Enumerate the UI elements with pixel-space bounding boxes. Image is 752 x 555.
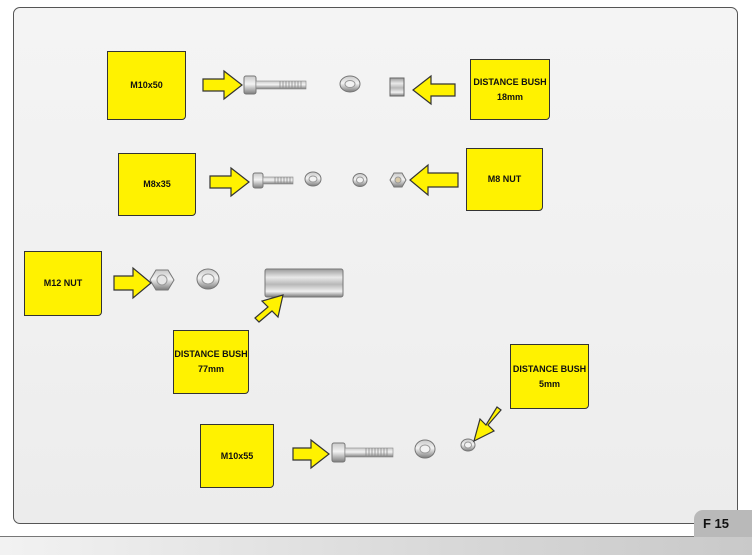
nut-icon (149, 269, 175, 291)
washer-icon (339, 75, 361, 93)
label-m10x55: M10x55 (200, 424, 274, 488)
figure-tag: F 15 (694, 510, 752, 537)
label-distance-bush-77mm: DISTANCE BUSH 77mm (173, 330, 249, 394)
bush-icon (460, 438, 476, 452)
bolt-icon (252, 172, 294, 189)
bush18-title: DISTANCE BUSH (473, 76, 547, 87)
bush18-size: 18mm (496, 91, 523, 102)
arrow-icon (409, 163, 459, 197)
washer-icon (196, 268, 220, 290)
label-m10x50: M10x50 (107, 51, 186, 120)
arrow-icon (202, 69, 243, 101)
arrow-icon (254, 294, 284, 323)
bush5-title: DISTANCE BUSH (512, 363, 587, 374)
bush77-size: 77mm (197, 364, 224, 374)
washer-icon (414, 439, 436, 459)
figure-tag-text: F 15 (703, 516, 730, 531)
bush5-size: 5mm (538, 378, 560, 389)
washer-icon (304, 171, 322, 187)
arrow-icon (412, 74, 456, 106)
footer-divider (0, 536, 752, 537)
washer-icon (352, 173, 368, 187)
arrow-icon (113, 266, 152, 300)
bush-icon (264, 268, 344, 298)
label-distance-bush-18mm: DISTANCE BUSH 18mm (470, 59, 550, 120)
label-distance-bush-5mm: DISTANCE BUSH 5mm (510, 344, 589, 409)
bush77-title: DISTANCE BUSH (174, 349, 248, 359)
bolt-icon (243, 75, 307, 95)
arrow-icon (292, 438, 330, 470)
nut-icon (389, 172, 407, 188)
bolt-icon (331, 442, 394, 463)
label-m12-nut: M12 NUT (24, 251, 102, 316)
arrow-icon (473, 406, 502, 443)
footer-bar (0, 537, 752, 555)
label-m8-nut: M8 NUT (466, 148, 543, 211)
label-m8x35: M8x35 (118, 153, 196, 216)
arrow-icon (209, 166, 250, 198)
bush-icon (389, 77, 405, 97)
